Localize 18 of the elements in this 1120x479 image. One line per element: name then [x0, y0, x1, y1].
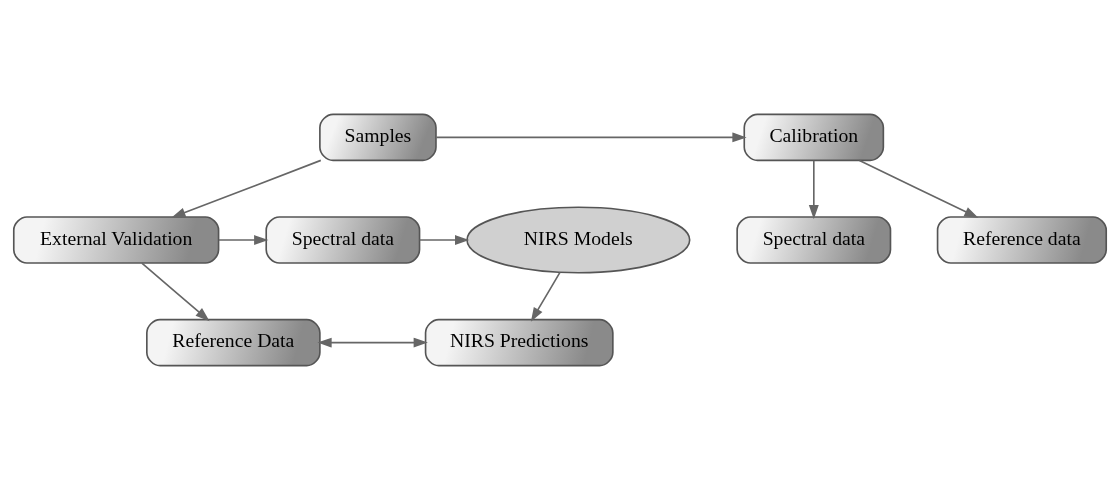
node-box: NIRS Predictions [424, 318, 614, 366]
arrow [858, 159, 979, 218]
node-box: Spectral data [736, 215, 892, 264]
arrow [435, 131, 747, 142]
node-box: Samples [319, 113, 437, 161]
arrow [808, 159, 819, 219]
node-box: External Validation [12, 215, 220, 264]
arrow [171, 159, 322, 218]
node-ellipse: NIRS Models [466, 205, 691, 274]
node-box: Calibration [743, 113, 885, 161]
arrow [418, 234, 470, 245]
arrow [141, 261, 210, 321]
arrow [218, 234, 269, 245]
node-box: Reference data [936, 215, 1108, 264]
arrow [530, 271, 561, 322]
arrow [317, 337, 428, 348]
node-box: Spectral data [265, 215, 421, 264]
node-box: Reference Data [146, 318, 321, 366]
